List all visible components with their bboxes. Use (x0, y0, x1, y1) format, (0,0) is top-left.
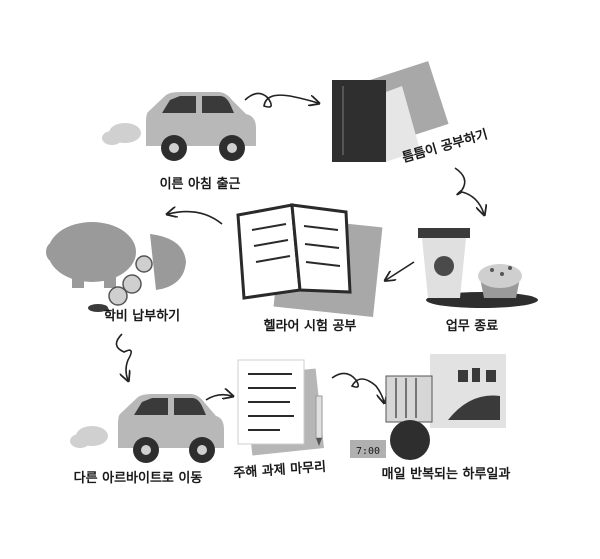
open-book-icon (236, 203, 383, 317)
clock-time: 7:00 (356, 446, 380, 457)
document-icon (237, 359, 324, 456)
flow-arrow (205, 395, 232, 401)
flow-arrow (115, 333, 132, 380)
step-label: 이른 아침 출근 (160, 176, 241, 192)
room-icon (350, 354, 506, 460)
flow-arrow (454, 167, 484, 214)
coffee-cup-icon (418, 228, 538, 308)
piggy-bank-icon (46, 222, 186, 312)
car-icon (102, 92, 256, 161)
step-label: 학비 납부하기 (104, 308, 180, 324)
book-icon (332, 61, 449, 162)
car-icon (70, 394, 224, 463)
flow-arrow (244, 92, 318, 108)
flow-arrow (331, 372, 384, 402)
step-label: 매일 반복되는 하루일과 (382, 466, 511, 482)
step-label: 다른 아르바이트로 이동 (74, 470, 203, 486)
step-label: 헬라어 시험 공부 (264, 318, 357, 334)
flow-arrow (386, 261, 415, 280)
step-label: 주해 과제 마무리 (233, 459, 327, 481)
flow-arrow (168, 212, 223, 225)
step-label: 업무 종료 (446, 319, 498, 334)
